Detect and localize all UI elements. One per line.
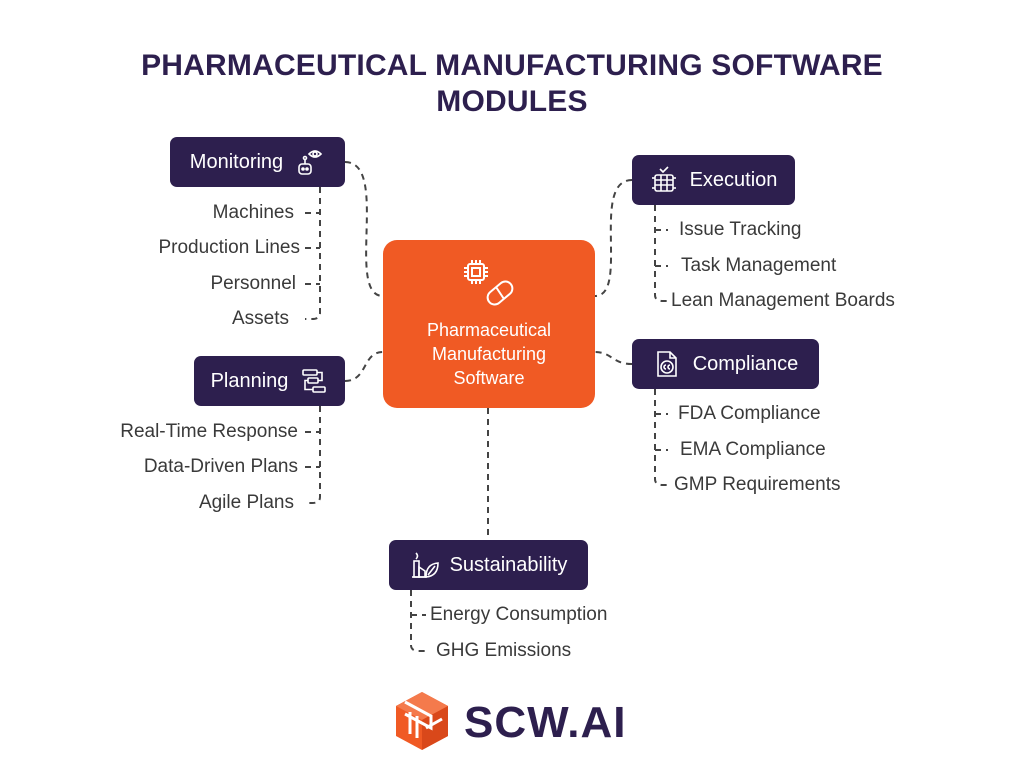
execution-item-lean-management-boards: Lean Management Boards [671,290,895,311]
cube-logo-icon [390,688,454,757]
compliance-item-gmp: GMP Requirements [674,474,841,495]
connector-compliance-items [654,389,668,486]
monitoring-item-assets: Assets [231,308,289,329]
title-line-2: MODULES [436,85,588,118]
monitoring-item-production-lines: Production Lines [158,237,300,258]
sustainability-item-energy: Energy Consumption [430,604,608,625]
center-line-3: Software [453,368,525,388]
monitoring-item-personnel: Personnel [210,273,296,294]
planning-item-data-driven-plans: Data-Driven Plans [143,456,298,477]
center-line-1: Pharmaceutical [426,320,552,340]
module-execution: Execution [632,155,795,205]
module-sustainability: Sustainability [389,540,588,590]
planning-item-agile-plans: Agile Plans [198,492,294,513]
module-monitoring: Monitoring [170,137,345,187]
connector-execution-items [654,205,668,302]
sustainability-item-ghg: GHG Emissions [436,640,572,661]
planning-item-real-time-response: Real-Time Response [120,421,298,442]
module-planning: Planning [194,356,345,406]
server-check-icon [650,165,678,195]
flow-steps-icon [300,367,328,395]
connector-planning-items [305,406,321,504]
robot-eye-icon [295,147,325,177]
module-compliance-label: Compliance [692,352,799,375]
page-title: PHARMACEUTICAL MANUFACTURING SOFTWARE MO… [0,48,1024,120]
connector-monitoring-center [344,161,384,297]
document-cc-icon [653,349,681,379]
connector-planning-center [344,351,384,382]
brand-logo: SCW.AI [390,688,626,757]
execution-item-task-management: Task Management [681,255,837,276]
center-line-2: Manufacturing [431,344,547,364]
module-planning-label: Planning [210,369,289,392]
module-compliance: Compliance [632,339,819,389]
connector-monitoring-items [305,187,321,320]
connector-sustainability-items [410,590,426,652]
module-sustainability-label: Sustainability [449,553,568,576]
module-monitoring-label: Monitoring [189,150,284,173]
connector-compliance-center [594,351,633,365]
compliance-item-fda: FDA Compliance [678,403,821,424]
logo-wordmark: SCW.AI [464,697,627,747]
factory-leaf-icon [410,550,440,580]
central-node: Pharmaceutical Manufacturing Software [383,240,595,408]
chip-pill-icon [460,256,518,319]
compliance-item-ema: EMA Compliance [680,439,826,460]
connector-execution-center [594,179,633,297]
monitoring-item-machines: Machines [212,202,294,223]
execution-item-issue-tracking: Issue Tracking [679,219,802,240]
module-execution-label: Execution [689,168,778,191]
title-line-1: PHARMACEUTICAL MANUFACTURING SOFTWARE [141,49,883,82]
